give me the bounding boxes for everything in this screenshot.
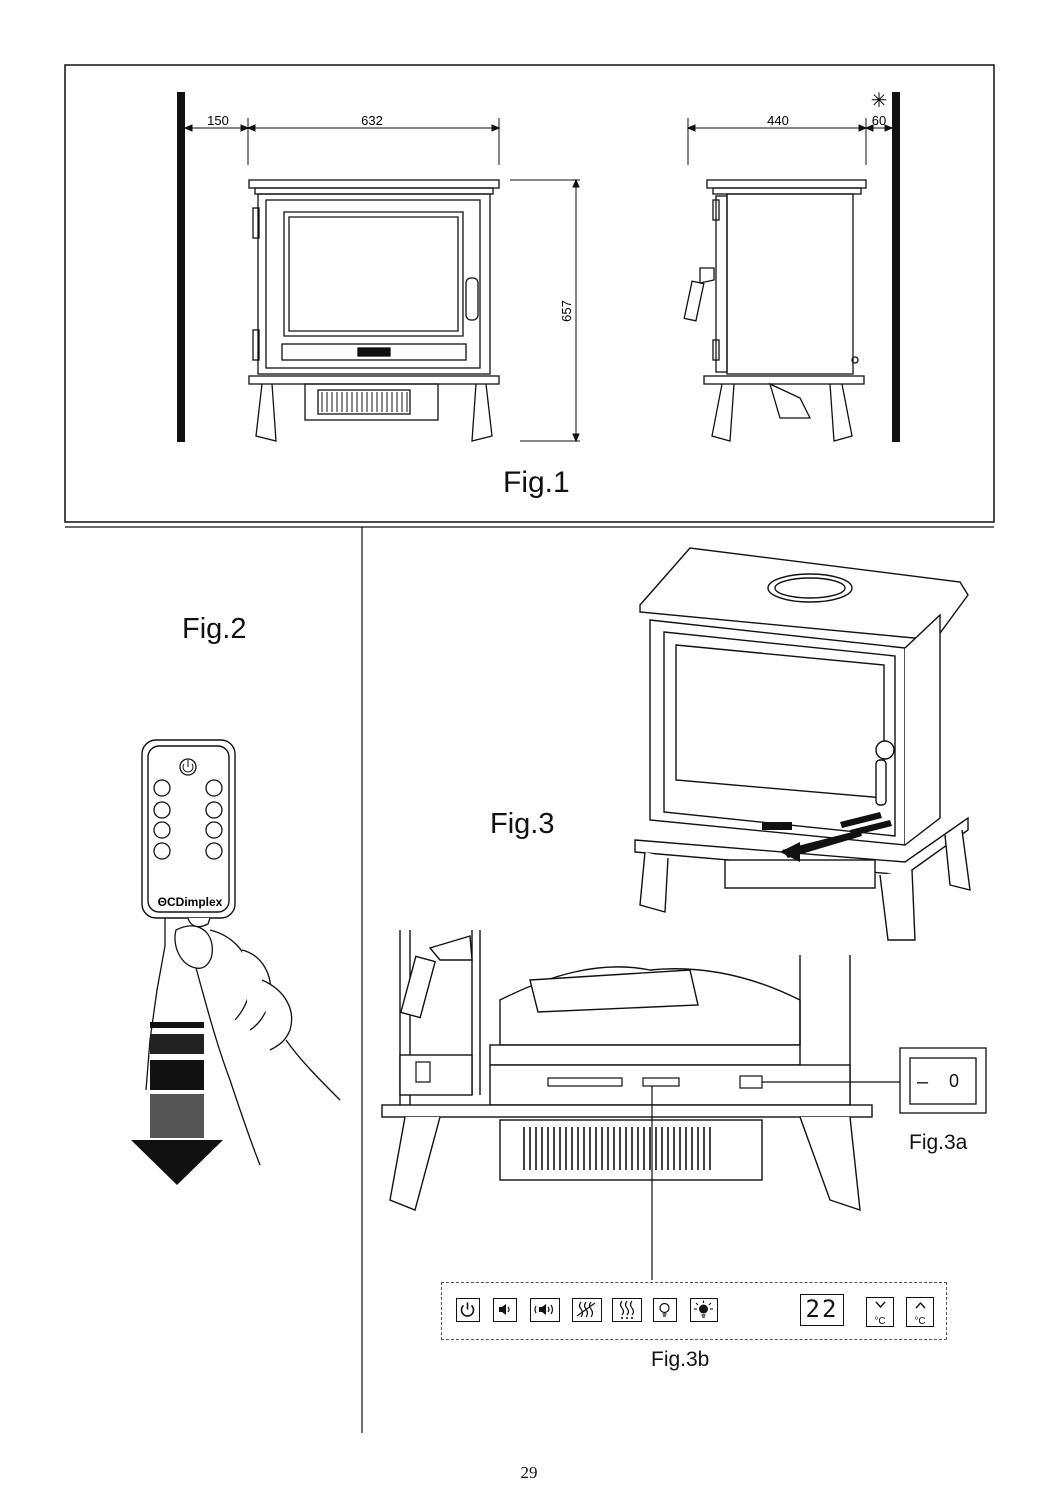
temperature-display: 22: [800, 1294, 844, 1326]
dim-left-clearance: 150: [207, 113, 229, 128]
control-panel: [441, 1282, 947, 1340]
hand-illustration: [145, 917, 341, 1166]
light-icon: [659, 1302, 670, 1317]
fig3a-label: Fig.3a: [909, 1131, 968, 1154]
light-button[interactable]: [653, 1298, 677, 1322]
fig3-stove-diagram: [634, 547, 971, 941]
heat-high-icon: [619, 1300, 635, 1319]
side-dimensions: [686, 118, 894, 165]
temp-up-icon: [914, 1301, 926, 1309]
front-grille: [321, 392, 408, 412]
temp-down-button[interactable]: °C: [866, 1297, 894, 1327]
front-stove: [248, 179, 500, 442]
right-wall: [892, 92, 900, 442]
fig3b-label: Fig.3b: [651, 1348, 710, 1371]
switch-minus-symbol: –: [917, 1071, 929, 1093]
left-wall: [177, 92, 185, 442]
fig1-label: Fig.1: [503, 466, 570, 499]
temp-down-unit: °C: [874, 1316, 886, 1327]
section-dividers: [65, 526, 994, 1433]
switch-zero-symbol: 0: [949, 1071, 960, 1091]
fig2-remote-diagram: ΘCDimplex: [131, 739, 341, 1185]
down-arrow: [131, 1022, 223, 1185]
dim-front-width: 632: [361, 113, 383, 128]
light-bright-button[interactable]: [690, 1298, 718, 1322]
fig3-detail-diagram: [381, 930, 987, 1280]
height-dimension: [510, 178, 580, 443]
volume-high-button[interactable]: [530, 1298, 560, 1322]
remote-brand: ΘCDimplex: [158, 895, 223, 909]
switch-callout: [899, 1047, 987, 1114]
volume-low-button[interactable]: [493, 1298, 517, 1322]
dim-rear-clearance: 60: [872, 113, 886, 128]
dim-depth: 440: [767, 113, 789, 128]
heat-high-button[interactable]: [612, 1298, 642, 1322]
power-icon: [460, 1302, 475, 1317]
detail-grille: [523, 1127, 711, 1170]
temp-up-unit: °C: [914, 1316, 926, 1327]
fig1-frame: [64, 64, 995, 523]
remote-buttons: [153, 758, 223, 860]
volume-high-icon: [534, 1304, 554, 1315]
heat-low-button[interactable]: [572, 1298, 602, 1322]
page-number: 29: [520, 1463, 538, 1482]
fig3-label: Fig.3: [490, 808, 555, 840]
front-dimensions: [183, 118, 501, 165]
fig1-diagram: 150 632 440 60 ✳ 657: [64, 64, 995, 523]
heat-low-icon: [576, 1301, 596, 1318]
side-stove: [683, 179, 867, 442]
light-bright-icon: [694, 1300, 713, 1318]
volume-low-icon: [499, 1304, 510, 1315]
asterisk-mark: ✳: [871, 90, 888, 112]
display-value: 22: [805, 1295, 839, 1323]
power-button[interactable]: [456, 1298, 480, 1322]
temp-up-button[interactable]: °C: [906, 1297, 934, 1327]
dim-height: 657: [559, 300, 574, 322]
temp-down-icon: [874, 1301, 886, 1309]
fig2-label: Fig.2: [182, 613, 247, 645]
